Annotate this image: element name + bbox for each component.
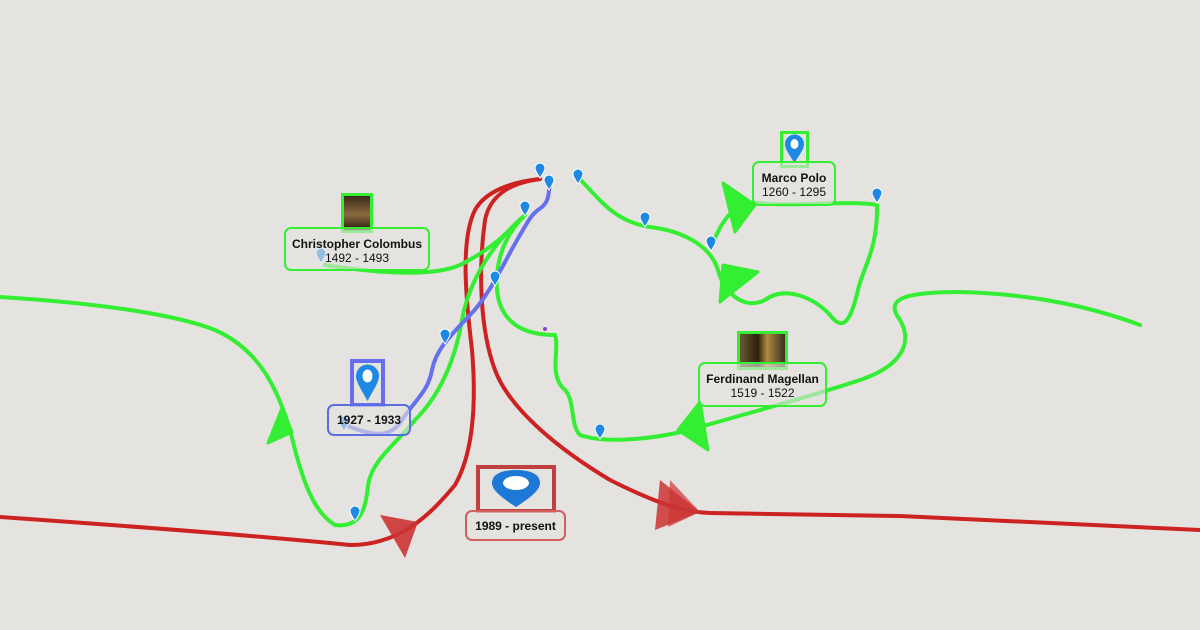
blue-route-marker-frame[interactable] <box>350 359 385 407</box>
arrow-icon <box>718 263 760 304</box>
dot-marker <box>543 327 547 331</box>
pin-icon[interactable] <box>439 328 451 345</box>
arrow-icon <box>721 181 757 234</box>
red-route-logo-frame[interactable] <box>476 465 556 513</box>
arrow-icon <box>266 406 294 445</box>
route-red-2 <box>479 177 1200 532</box>
direction-arrows <box>266 181 760 558</box>
pin-icon[interactable] <box>639 211 651 228</box>
app-logo-icon <box>492 470 540 507</box>
pin-icon[interactable] <box>572 168 584 185</box>
explorer-name: Christopher Colombus <box>291 237 422 251</box>
explorer-name: Marco Polo <box>761 171 827 185</box>
arrow-icon <box>676 400 710 452</box>
explorer-card-magellan[interactable]: Ferdinand Magellan 1519 - 1522 <box>698 362 827 407</box>
explorer-dates: 1260 - 1295 <box>761 185 827 199</box>
pin-icon[interactable] <box>349 505 361 522</box>
explorer-name: Ferdinand Magellan <box>706 372 819 386</box>
map-pin-icon <box>356 364 379 401</box>
arrow-icon <box>668 480 700 527</box>
arrow-icon <box>380 515 418 558</box>
map-pin-icon <box>785 134 804 163</box>
explorer-card-colombus[interactable]: Christopher Colombus 1492 - 1493 <box>284 227 430 271</box>
pin-icon[interactable] <box>534 162 546 179</box>
route-card-1989[interactable]: 1989 - present <box>465 510 566 541</box>
pin-icon[interactable] <box>543 174 555 191</box>
route-dates: 1989 - present <box>475 519 556 533</box>
pin-icon[interactable] <box>594 423 606 440</box>
explorer-dates: 1492 - 1493 <box>324 251 390 265</box>
pin-icon[interactable] <box>705 235 717 252</box>
route-card-1927[interactable]: 1927 - 1933 <box>327 404 411 436</box>
explorer-dates: 1519 - 1522 <box>730 386 795 400</box>
pin-icon[interactable] <box>519 200 531 217</box>
route-green-main <box>0 213 527 528</box>
pin-icon[interactable] <box>871 187 883 204</box>
route-dates: 1927 - 1933 <box>336 413 402 427</box>
explorer-card-marco-polo[interactable]: Marco Polo 1260 - 1295 <box>752 161 836 206</box>
route-red-1 <box>0 177 542 547</box>
pin-icon[interactable] <box>489 270 501 287</box>
waypoints <box>315 162 883 522</box>
